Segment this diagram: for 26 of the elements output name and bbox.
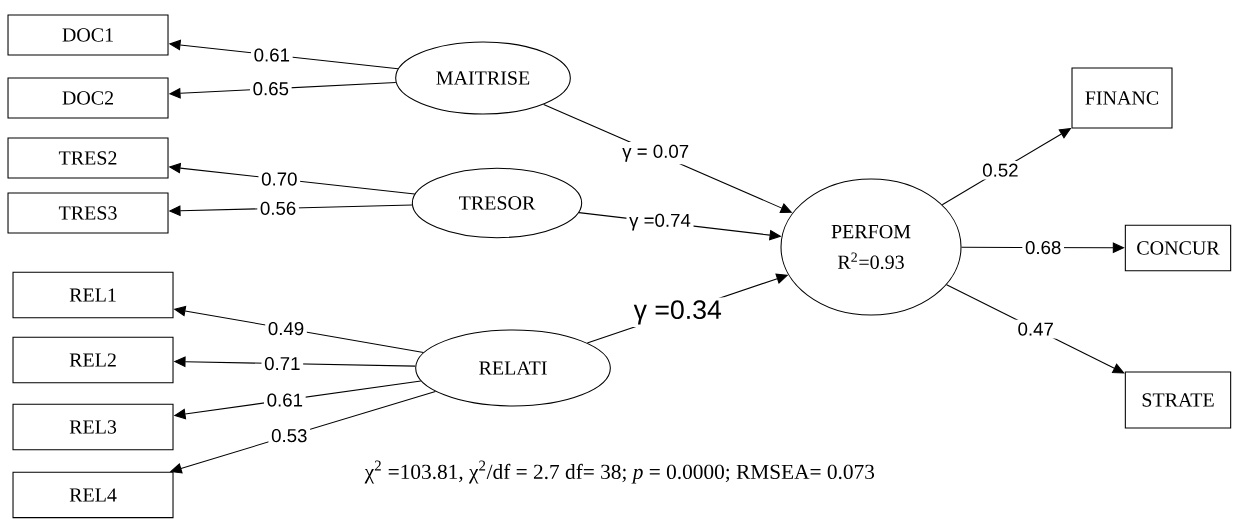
indicator-box: TRES3 — [7, 192, 169, 234]
indicator-box: FINANC — [1071, 67, 1173, 129]
indicator-box: DOC1 — [7, 14, 169, 56]
edge-label: γ = 0.07 — [619, 142, 692, 165]
edge-label: 0.47 — [1014, 319, 1057, 339]
edge-label: 0.53 — [268, 426, 311, 445]
edge-label: γ =0.74 — [626, 211, 694, 234]
edge-label: 0.71 — [261, 354, 304, 373]
indicator-box: STRATE — [1124, 371, 1232, 429]
edge-label: 0.70 — [258, 169, 301, 189]
edge-label: 0.56 — [257, 199, 299, 218]
indicator-box: REL2 — [12, 336, 174, 384]
edge-label: 0.65 — [250, 79, 292, 98]
edge-label: 0.61 — [264, 390, 306, 410]
indicator-box: DOC2 — [7, 77, 169, 119]
fit-statistics: χ$^{2}$ =103.81, χ$^{2}$/df = 2.7 df= 38; p = 0.0000; RMSEA= 0.073 — [364, 460, 875, 484]
indicator-box: REL3 — [12, 403, 174, 451]
indicator-box: REL4 — [12, 471, 174, 519]
edge-label: 0.49 — [265, 319, 307, 338]
edge-label: 0.68 — [1022, 238, 1064, 257]
indicator-box: TRES2 — [7, 137, 169, 179]
edge-label: 0.52 — [979, 160, 1022, 180]
edge-label: γ =0.34 — [631, 297, 725, 328]
indicator-box: REL1 — [12, 271, 174, 319]
edge-label: 0.61 — [251, 45, 293, 65]
indicator-box: CONCUR — [1124, 224, 1232, 272]
